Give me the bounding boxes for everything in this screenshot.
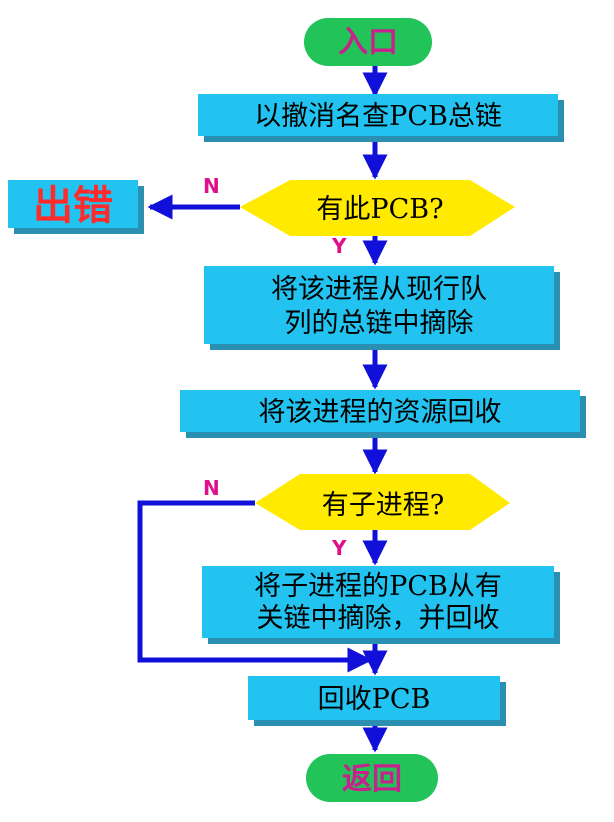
decision1-yes-label: Y bbox=[331, 234, 347, 258]
start-terminal: 入口 bbox=[304, 18, 432, 66]
decision1-no-label: N bbox=[203, 174, 220, 198]
decision2-yes-label: Y bbox=[331, 536, 347, 560]
step2-box: 将该进程从现行队 列的总链中摘除 bbox=[204, 266, 560, 350]
connectors bbox=[137, 66, 388, 753]
step4-label-line2: 关链中摘除，并回收 bbox=[257, 603, 500, 634]
decision1-shape bbox=[240, 180, 515, 236]
decision1-label: 有此PCB? bbox=[316, 194, 443, 225]
step2-label-line2: 列的总链中摘除 bbox=[285, 308, 474, 339]
decision2-label: 有子进程? bbox=[322, 490, 444, 521]
error-box: 出错 bbox=[8, 180, 144, 234]
step3-box: 将该进程的资源回收 bbox=[180, 390, 586, 438]
error-shape bbox=[8, 180, 138, 228]
decision1: 有此PCB? N Y bbox=[203, 174, 515, 258]
end-label: 返回 bbox=[342, 762, 402, 797]
step4-box: 将子进程的PCB从有 关链中摘除，并回收 bbox=[202, 566, 560, 644]
step2-shape bbox=[204, 266, 554, 344]
step3-label: 将该进程的资源回收 bbox=[259, 397, 502, 428]
step1-shape bbox=[198, 94, 558, 136]
step4-label-line1: 将子进程的PCB从有 bbox=[254, 571, 502, 602]
step4-shape bbox=[202, 566, 554, 638]
step1-label: 以撤消名查PCB总链 bbox=[254, 101, 502, 132]
error-label: 出错 bbox=[33, 183, 113, 229]
step5-box: 回收PCB bbox=[248, 676, 506, 726]
start-label: 入口 bbox=[338, 25, 398, 60]
step5-shape bbox=[248, 676, 500, 720]
arrow-decision2-no-loop bbox=[137, 500, 373, 673]
decision2: 有子进程? N Y bbox=[203, 474, 510, 560]
step3-shape bbox=[180, 390, 580, 432]
start-terminal-shape bbox=[304, 18, 432, 66]
end-terminal: 返回 bbox=[306, 754, 438, 802]
step1-box: 以撤消名查PCB总链 bbox=[198, 94, 564, 142]
decision2-shape bbox=[255, 474, 510, 530]
step2-label-line1: 将该进程从现行队 bbox=[271, 274, 487, 305]
step5-label: 回收PCB bbox=[318, 684, 431, 715]
end-terminal-shape bbox=[306, 754, 438, 802]
decision2-no-label: N bbox=[203, 476, 220, 500]
